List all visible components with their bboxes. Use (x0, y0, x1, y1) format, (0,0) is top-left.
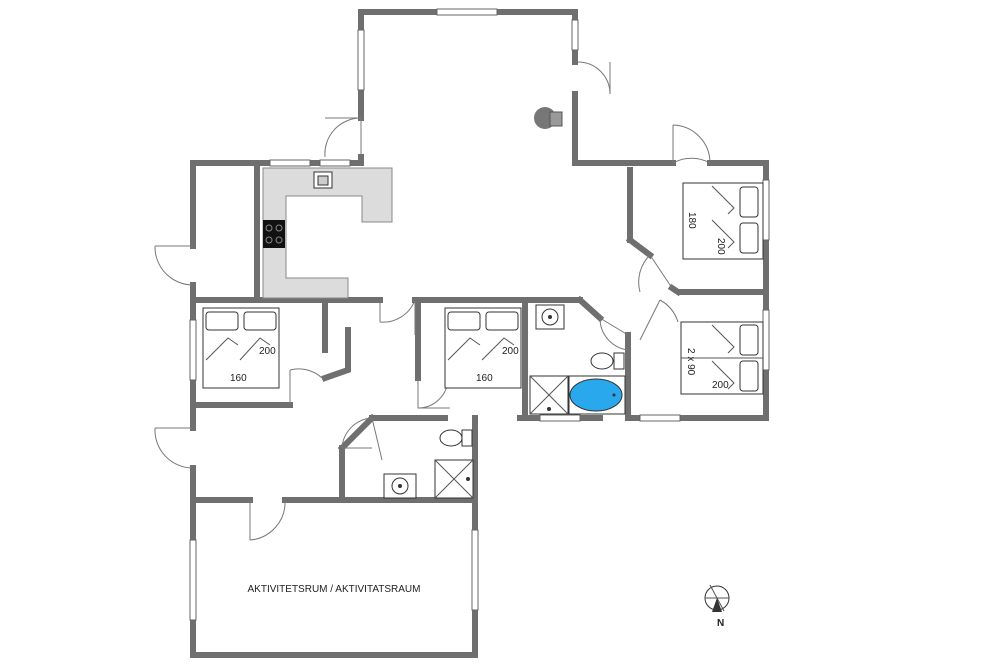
shower-icon (434, 459, 474, 499)
bed-width-label: 160 (230, 373, 247, 384)
bed-length-label: 200 (712, 380, 729, 391)
bathtub-icon (568, 375, 626, 415)
compass-icon: N (704, 584, 730, 629)
compass-north-label: N (717, 618, 724, 629)
bed-width-label: 2 x 90 (685, 348, 696, 376)
bed-length-label: 200 (259, 346, 276, 357)
bed-room-4: 2 x 90 200 (680, 321, 764, 395)
doors (154, 61, 711, 541)
kitchen (262, 167, 393, 299)
bed-length-label: 200 (502, 346, 519, 357)
bed-length-label: 200 (715, 238, 726, 255)
stove-icon (263, 220, 285, 248)
windows (189, 8, 770, 621)
bathroom-2 (383, 429, 474, 499)
shower-icon (529, 375, 569, 415)
toilet-icon (590, 352, 625, 370)
bed-width-label: 180 (686, 212, 697, 229)
bed-room-2: 160 200 (444, 307, 522, 389)
bed-width-label: 160 (476, 373, 493, 384)
wood-stove-icon (534, 107, 563, 129)
interior-walls (190, 160, 769, 503)
bathroom-1 (529, 304, 626, 415)
washbasin-icon (535, 304, 565, 330)
sink-icon (313, 171, 333, 189)
toilet-icon (439, 429, 473, 447)
bed-room-1: 160 200 (202, 307, 280, 389)
activity-room-label: AKTIVITETSRUM / AKTIVITATSRAUM (248, 584, 421, 595)
bed-room-3: 180 200 (682, 182, 764, 260)
washbasin-icon (383, 473, 417, 499)
